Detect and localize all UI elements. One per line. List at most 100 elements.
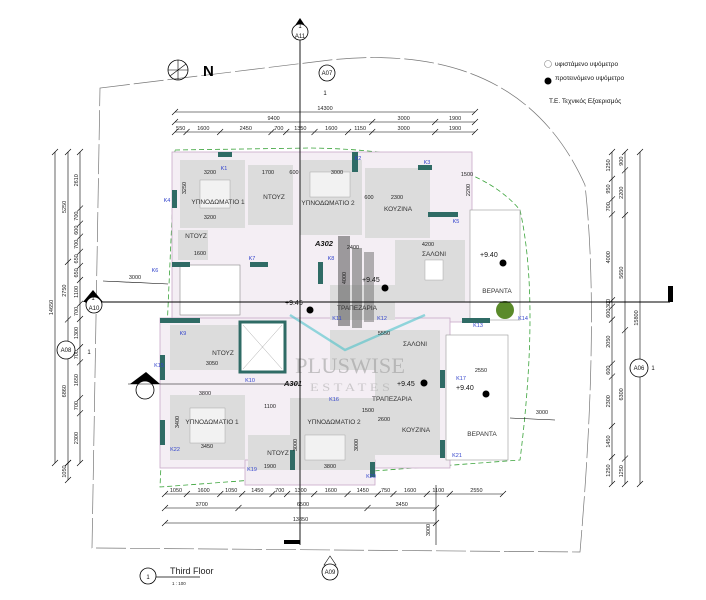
section-marker-a06[interactable]: A06 1 — [629, 358, 655, 378]
svg-text:1: 1 — [298, 24, 302, 30]
section-marker-a11[interactable]: 1 A11 — [291, 18, 309, 41]
dimension-label: 700 — [74, 350, 80, 359]
svg-text:1600: 1600 — [194, 251, 206, 257]
dimension-tick — [311, 128, 318, 136]
dimension-label: 1300 — [74, 327, 80, 339]
dimension-tick — [608, 453, 616, 461]
dimension-label: 700 — [74, 212, 80, 221]
dimension-label: 1900 — [449, 126, 461, 132]
section-marker-a07[interactable]: A07 1 — [318, 64, 336, 97]
dimension-label: 2610 — [74, 174, 80, 186]
section-marker-a08[interactable]: A08 1 — [56, 340, 91, 360]
svg-text:A08: A08 — [61, 348, 72, 354]
dimension-label: 700 — [74, 307, 80, 316]
dimension-tick — [364, 504, 371, 512]
dimension-label: 550 — [176, 126, 185, 132]
dimension-tick — [636, 480, 644, 488]
dimension-tick — [217, 490, 224, 498]
dimension-tick — [499, 490, 507, 498]
svg-text:1700: 1700 — [262, 170, 274, 176]
north-arrow: N — [167, 59, 214, 81]
dimension-label: 5250 — [62, 201, 68, 213]
dimension-label: 700 — [74, 401, 80, 410]
dimension-label: 1050 — [225, 488, 237, 494]
axis-end-marker — [668, 286, 673, 302]
room-label: ΤΡΑΠΕΖΑΡΙΑ — [372, 396, 413, 403]
svg-text:A09: A09 — [325, 570, 336, 576]
dimension-tick — [76, 394, 84, 402]
room-label: ΝΤΟΥΖ — [263, 194, 285, 201]
svg-text:K11: K11 — [332, 316, 341, 322]
dimension-tick — [608, 316, 616, 323]
svg-text:3200: 3200 — [204, 170, 216, 176]
dimension-tick — [471, 128, 479, 136]
svg-text:3450: 3450 — [201, 444, 213, 450]
dimension-label: 700 — [275, 488, 284, 494]
dimension-label: 700 — [606, 202, 612, 211]
level-markers: +9.45 +9.45 +9.45 +9.40 +9.40 — [285, 252, 507, 398]
dimension-label: 650 — [74, 254, 80, 263]
section-marker-a09[interactable]: A09 — [321, 555, 339, 581]
svg-text:600: 600 — [364, 195, 373, 201]
dimension-label: 1350 — [294, 126, 306, 132]
dimension-tick — [621, 327, 629, 334]
svg-text:A10: A10 — [89, 306, 100, 312]
dimension-tick — [183, 128, 190, 136]
dimension-label: 1050 — [62, 465, 68, 477]
dimension-tick — [608, 148, 616, 156]
dimension-label: 2750 — [62, 285, 68, 297]
dimension-tick — [76, 359, 84, 366]
svg-text:1: 1 — [91, 296, 95, 302]
dimension-tick — [268, 128, 275, 136]
section-marker-left — [128, 372, 300, 400]
dimension-tick — [432, 519, 440, 527]
dimension-label: 750 — [381, 488, 390, 494]
svg-text:+9.45: +9.45 — [362, 277, 380, 284]
dimension-tick — [76, 248, 84, 256]
dimension-label: 6860 — [62, 385, 68, 397]
dimension-label: 3000 — [398, 116, 410, 122]
dimension-tick — [161, 504, 169, 512]
dimension-tick — [76, 459, 84, 467]
room-label: ΥΠΝΟΔΩΜΑΤΙΟ 1 — [191, 199, 245, 206]
dimension-tick — [76, 315, 84, 323]
dimension-label: 1300 — [294, 488, 306, 494]
dimension-label: 650 — [74, 268, 80, 277]
dimension-tick — [51, 459, 59, 467]
dimension-tick — [636, 148, 644, 156]
room-label: ΝΤΟΥΖ — [185, 233, 207, 240]
room-label: ΒΕΡΑΝΤΑ — [467, 431, 497, 438]
svg-text:3000: 3000 — [293, 439, 299, 451]
dimension-label: 1650 — [74, 374, 80, 386]
svg-text:K6: K6 — [152, 268, 159, 274]
dimension-tick — [76, 233, 84, 240]
svg-text:1500: 1500 — [362, 408, 374, 414]
svg-text:A11: A11 — [295, 34, 306, 40]
svg-text:1900: 1900 — [264, 464, 276, 470]
svg-text:3000: 3000 — [331, 170, 343, 176]
dimension-label: 1450 — [251, 488, 263, 494]
section-marker-a10[interactable]: 1 A10 — [83, 290, 103, 314]
offset-dimension: 3000 — [426, 524, 432, 536]
dimension-label: 5650 — [619, 267, 625, 279]
apartment-label: A301 — [283, 379, 302, 388]
svg-text:K19: K19 — [247, 467, 257, 473]
svg-text:K9: K9 — [180, 331, 187, 337]
svg-text:K14: K14 — [518, 316, 528, 322]
svg-text:K4: K4 — [164, 198, 171, 204]
svg-text:K12: K12 — [377, 316, 387, 322]
svg-text:+9.40: +9.40 — [456, 385, 474, 392]
dimension-tick — [608, 196, 616, 203]
dimension-label: 600 — [606, 366, 612, 375]
room-label: ΚΟΥΖΙΝΑ — [402, 427, 431, 434]
svg-text:K13: K13 — [473, 323, 483, 329]
svg-text:2400: 2400 — [347, 245, 359, 251]
dimension-tick — [368, 118, 376, 126]
dimension-label: 3700 — [196, 502, 208, 508]
dimension-tick — [621, 167, 629, 174]
dimension-tick — [64, 316, 72, 323]
dimension-tick — [76, 300, 84, 308]
dimension-tick — [64, 148, 72, 156]
dimension-tick — [216, 128, 224, 136]
room-labels: ΥΠΝΟΔΩΜΑΤΙΟ 1 ΝΤΟΥΖ ΥΠΝΟΔΩΜΑΤΙΟ 2 ΚΟΥΖΙΝ… — [185, 194, 512, 457]
